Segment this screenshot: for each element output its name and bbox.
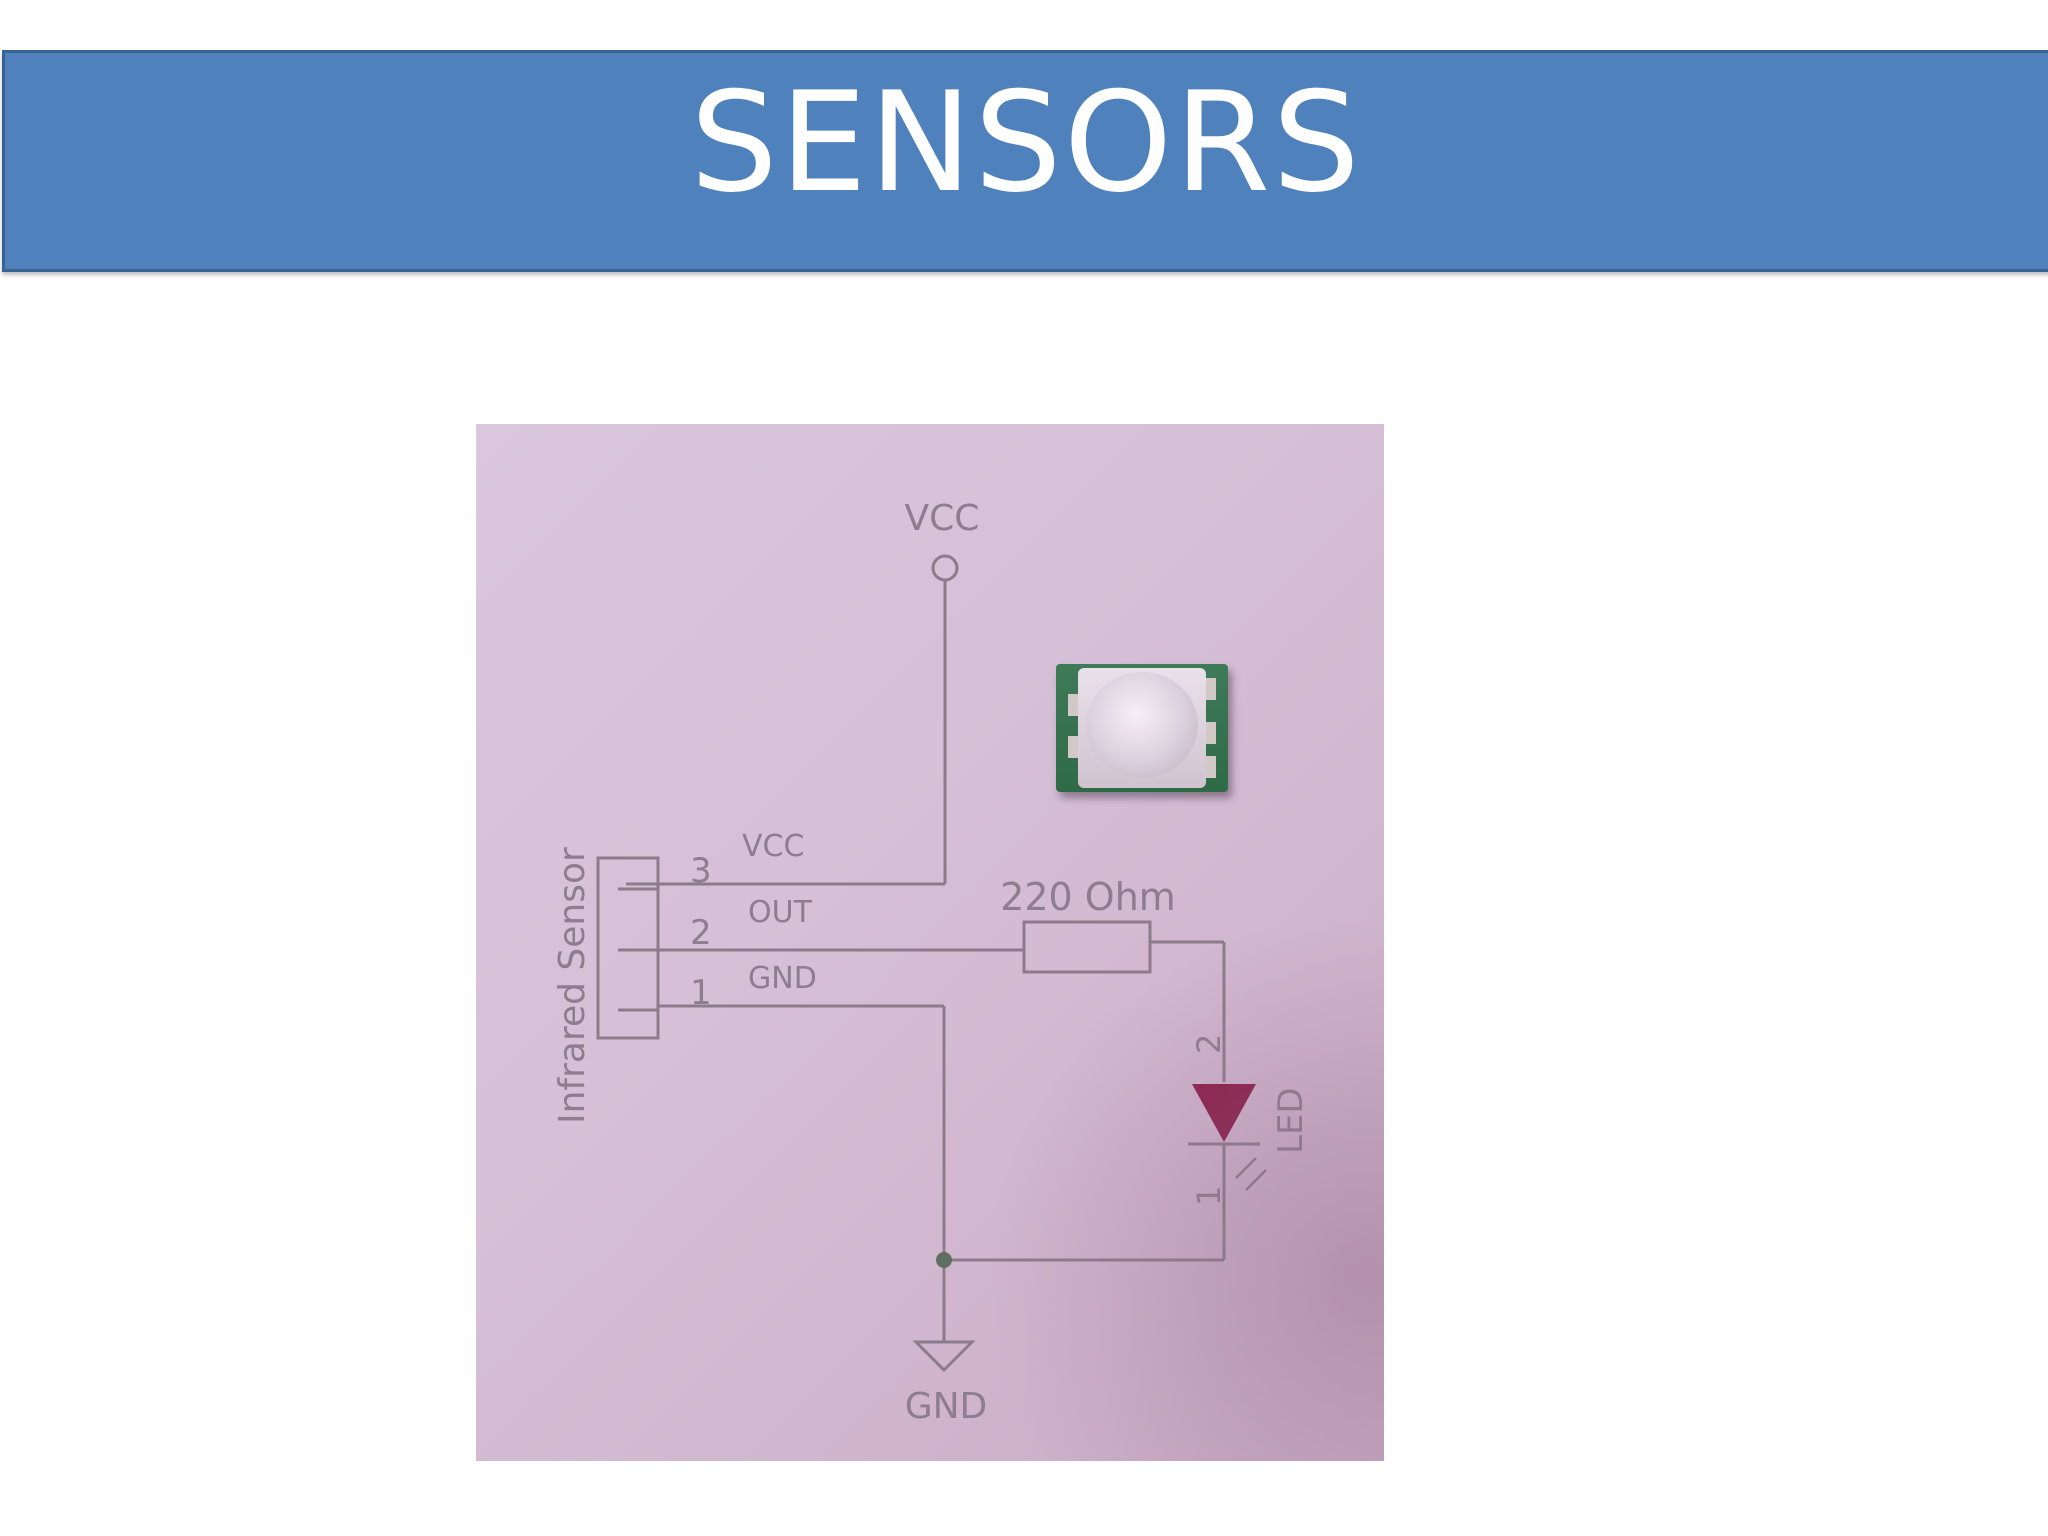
resistor bbox=[1022, 920, 1152, 974]
sensor-connector-box bbox=[596, 856, 660, 1040]
vcc-terminal-label: VCC bbox=[905, 498, 980, 539]
slide-title: SENSORS bbox=[690, 62, 1362, 223]
vcc-terminal-circle bbox=[931, 554, 959, 582]
pin-2-number: 2 bbox=[690, 913, 712, 953]
led-label: LED bbox=[1271, 1087, 1311, 1154]
ground-junction bbox=[936, 1252, 952, 1268]
led-symbol bbox=[1192, 1084, 1256, 1142]
schematic-photo: VCC Infrared Sensor 3 VCC 2 OUT 1 GND 22… bbox=[476, 424, 1384, 1461]
pir-sensor-module-photo bbox=[1056, 664, 1228, 792]
pin-2-name: OUT bbox=[748, 895, 813, 930]
led-pin-1-number: 1 bbox=[1190, 1186, 1228, 1206]
pir-dome bbox=[1086, 672, 1198, 778]
led-light-arrows bbox=[1235, 1157, 1267, 1191]
connector-label: Infrared Sensor bbox=[552, 847, 593, 1124]
pin-3-name: VCC bbox=[742, 829, 804, 864]
title-banner bbox=[2, 50, 2048, 272]
pin-3-number: 3 bbox=[690, 851, 712, 891]
ground-label: GND bbox=[905, 1386, 988, 1427]
ground-symbol bbox=[912, 1340, 976, 1373]
circuit-schematic: VCC Infrared Sensor 3 VCC 2 OUT 1 GND 22… bbox=[552, 498, 1311, 1427]
pin-1-name: GND bbox=[748, 961, 817, 996]
resistor-label: 220 Ohm bbox=[1000, 875, 1176, 919]
led-pin-2-number: 2 bbox=[1190, 1034, 1228, 1054]
pin-1-number: 1 bbox=[690, 973, 712, 1013]
